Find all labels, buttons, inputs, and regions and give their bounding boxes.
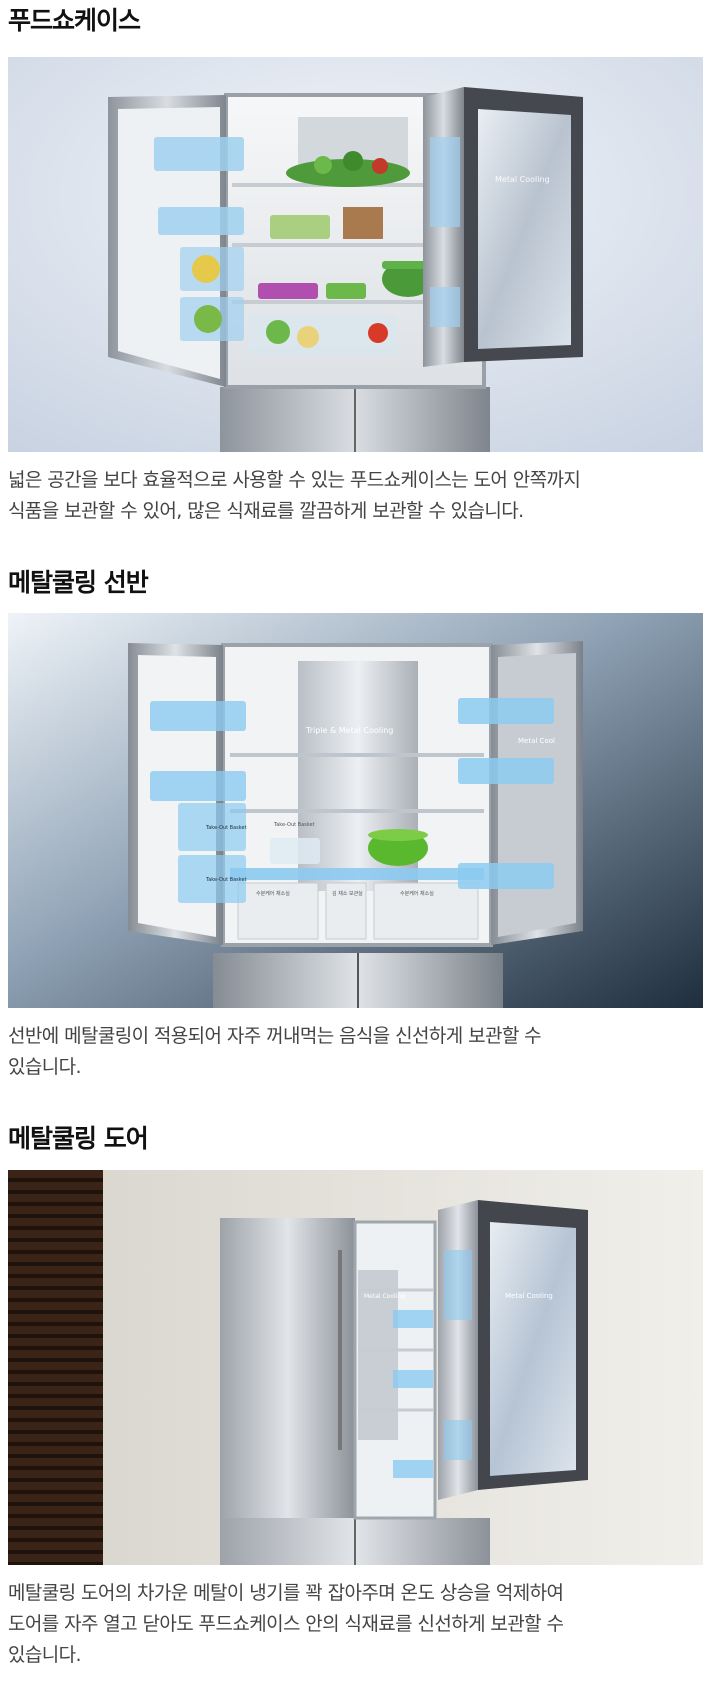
basket-label-left-2: Take-Out Basket — [205, 877, 247, 883]
drawer-right-label: 수분케어 채소실 — [400, 890, 434, 897]
section-title: 메탈쿨링 선반 — [8, 568, 149, 597]
section-caption: 메탈쿨링 도어의 차가운 메탈이 냉기를 꽉 잡아주며 온도 상승을 억제하여 … — [8, 1578, 698, 1671]
photo-metal-cooling-door-fridge: Metal Cooling Metal Cooling — [8, 1170, 703, 1565]
caption-line: 있습니다. — [8, 1644, 82, 1666]
section-title: 푸드쇼케이스 — [8, 6, 141, 35]
back-label: Triple & Metal Cooling — [305, 726, 393, 735]
panel-label: Metal Cooling — [505, 1292, 553, 1300]
caption-line: 도어를 자주 열고 닫아도 푸드쇼케이스 안의 식재료를 신선하게 보관할 수 — [8, 1613, 564, 1635]
caption-line: 메탈쿨링 도어의 차가운 메탈이 냉기를 꽉 잡아주며 온도 상승을 억제하여 — [8, 1582, 564, 1604]
section-title: 메탈쿨링 도어 — [8, 1124, 149, 1153]
basket-label-left-1: Take-Out Basket — [205, 825, 247, 831]
photo-metal-cooling-shelf-fridge: Triple & Metal Cooling Take-Out Basket 수… — [8, 613, 703, 1008]
back-label: Metal Cooling — [364, 1293, 405, 1300]
photo-food-showcase-fridge: Metal Cooling — [8, 57, 703, 452]
caption-line: 넓은 공간을 보다 효율적으로 사용할 수 있는 푸드쇼케이스는 도어 안쪽까지 — [8, 469, 581, 491]
caption-line: 있습니다. — [8, 1056, 82, 1078]
door-label: Metal Cool — [518, 737, 555, 745]
basket-label: Take-Out Basket — [273, 822, 315, 828]
section-caption: 선반에 메탈쿨링이 적용되어 자주 꺼내먹는 음식을 신선하게 보관할 수 있습… — [8, 1021, 698, 1083]
section-caption: 넓은 공간을 보다 효율적으로 사용할 수 있는 푸드쇼케이스는 도어 안쪽까지… — [8, 465, 698, 527]
drawer-left-label: 수분케어 채소실 — [256, 890, 290, 897]
caption-line: 선반에 메탈쿨링이 적용되어 자주 꺼내먹는 음식을 신선하게 보관할 수 — [8, 1025, 542, 1047]
drawer-middle-label: 김 채소 보관실 — [332, 890, 363, 897]
caption-line: 식품을 보관할 수 있어, 많은 식재료를 깔끔하게 보관할 수 있습니다. — [8, 500, 524, 522]
panel-label: Metal Cooling — [495, 175, 550, 184]
